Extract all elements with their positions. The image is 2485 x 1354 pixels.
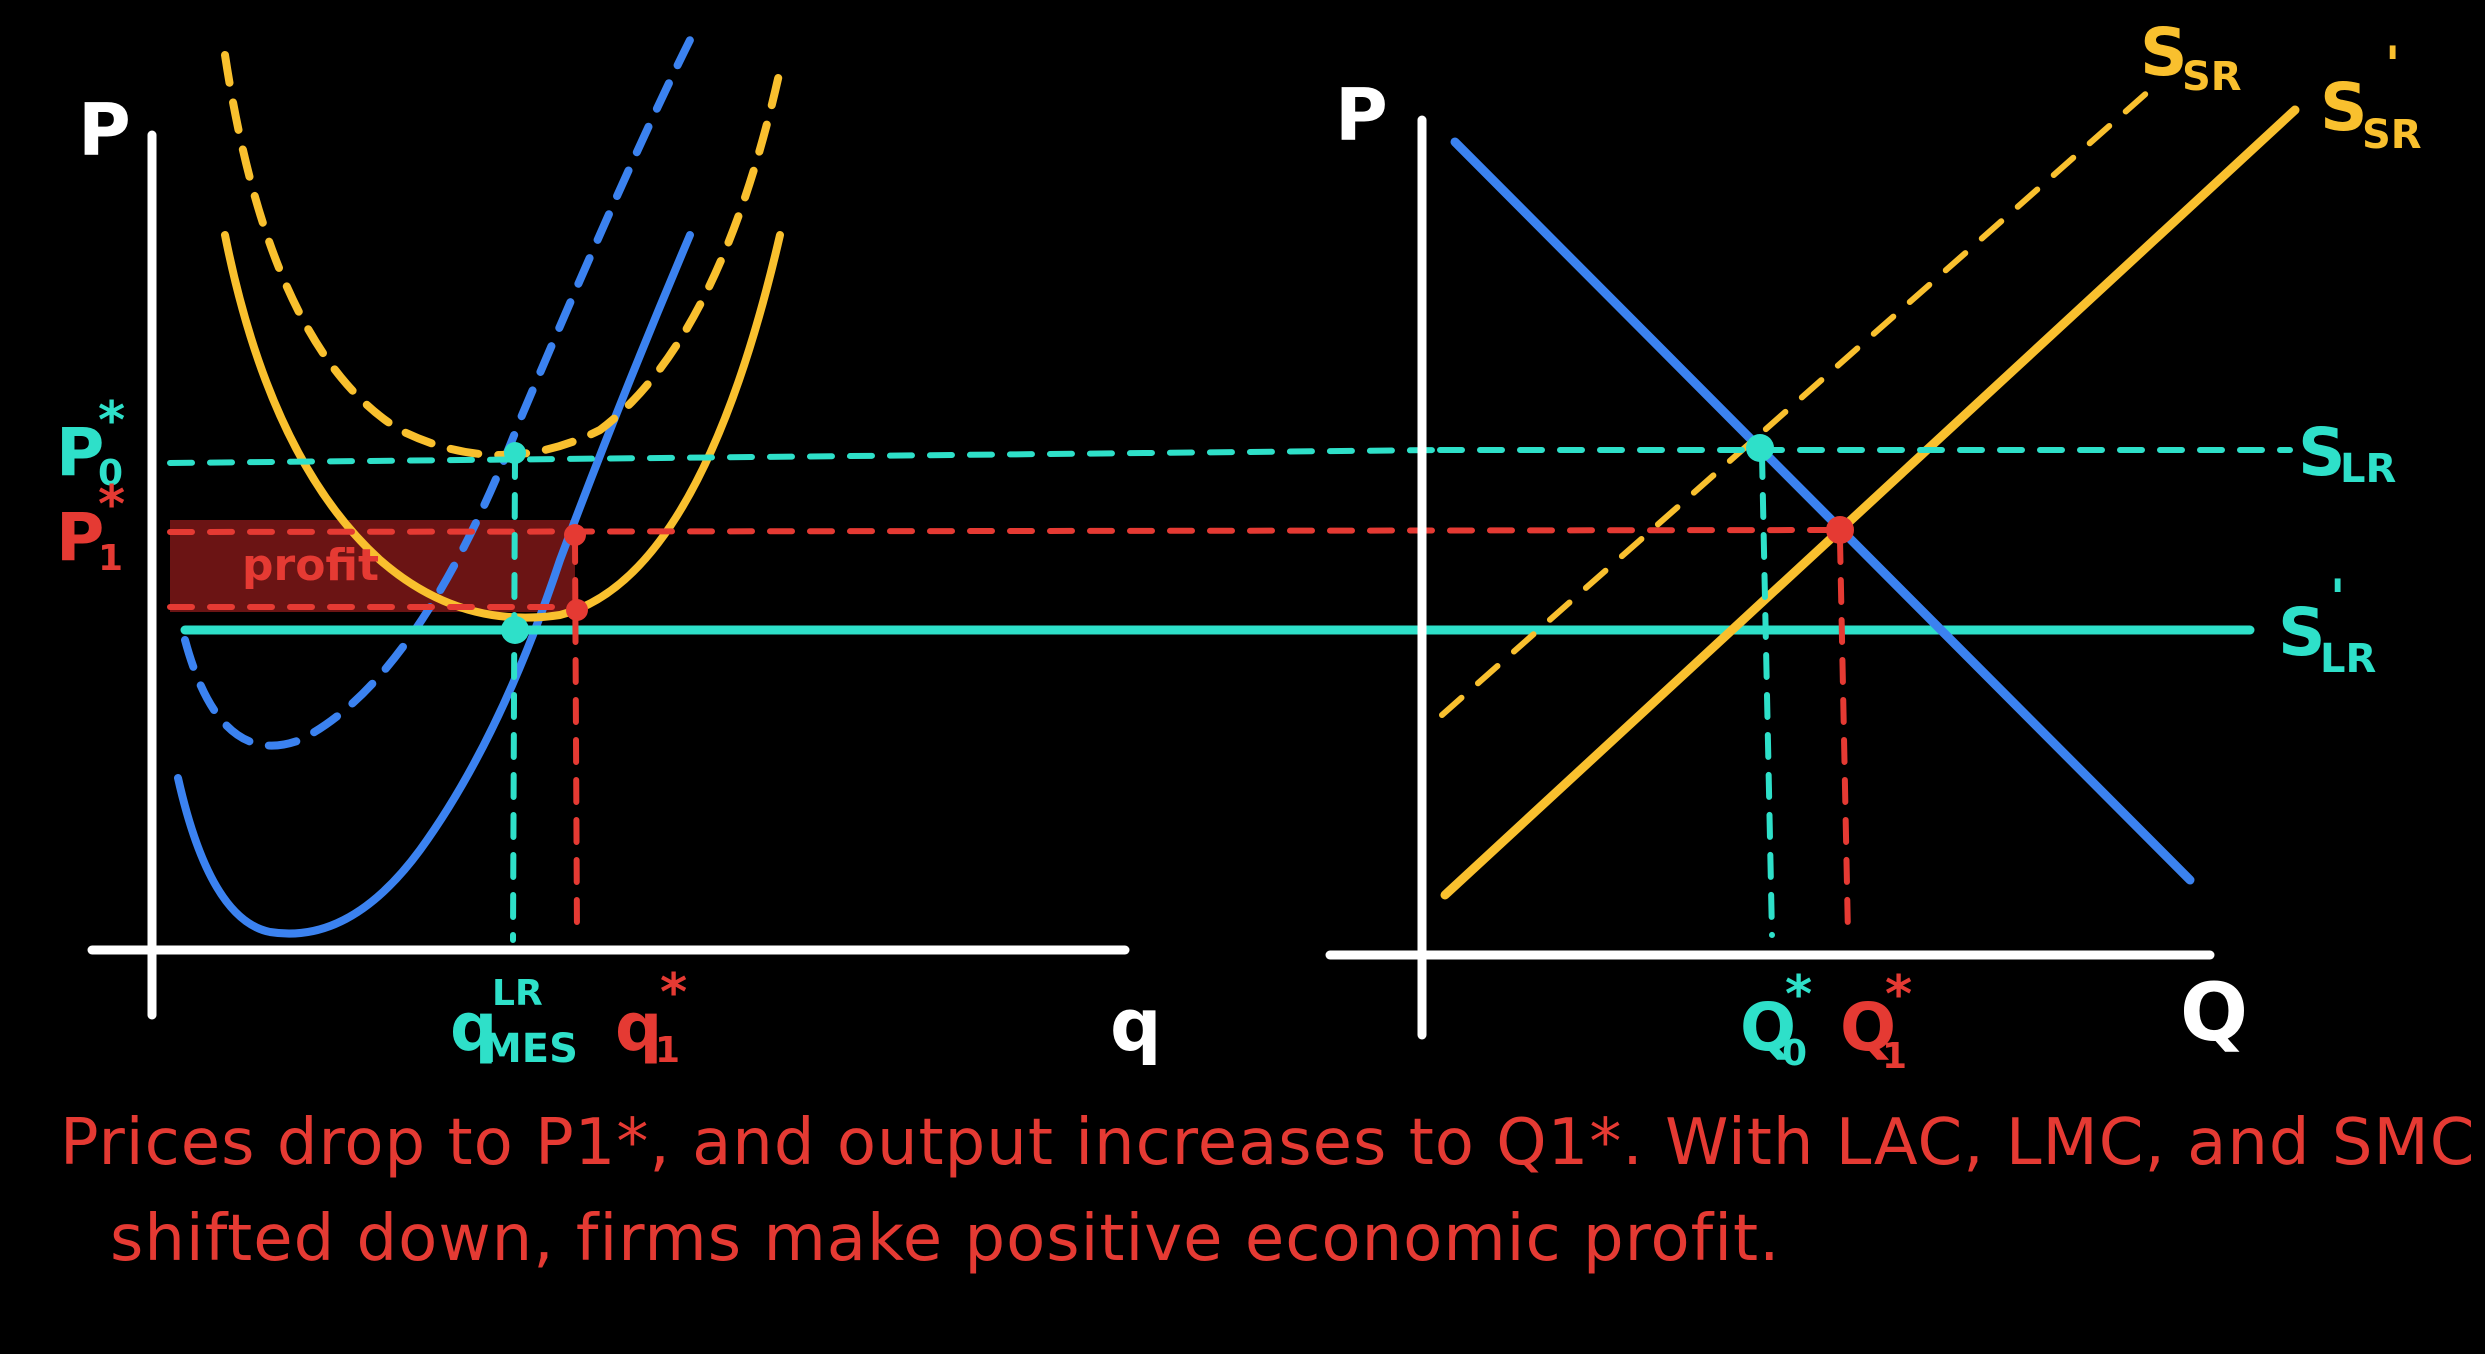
q-mes-sub: MES: [482, 1026, 578, 1072]
new-ac-point: [566, 599, 588, 621]
caption-line-1: Prices drop to P1*, and output increases…: [60, 1106, 2476, 1180]
new-market-equilibrium: [1826, 516, 1854, 544]
ssr-prime-mark: ': [2385, 36, 2400, 94]
ssr-sub: SR: [2182, 54, 2242, 100]
profit-area: [170, 520, 575, 612]
q1-star: *: [660, 963, 687, 1023]
right-graph-labels: P Q S SR S SR ' S LR S LR ' Q 0 * Q 1 *: [1335, 14, 2422, 1077]
left-graph-labels: P q P 0 * P 1 * profit q MES LR q 1 *: [56, 88, 1162, 1072]
slr-prime-label: S: [2278, 594, 2326, 671]
slr-sub: LR: [2340, 446, 2396, 492]
old-market-equilibrium: [1746, 434, 1774, 462]
new-price-point: [564, 524, 586, 546]
right-graph: [1325, 87, 2300, 1040]
ssr-curve: [1439, 87, 2153, 718]
left-y-axis-label: P: [78, 88, 131, 172]
q1-big-dashed-line: [1837, 537, 1851, 938]
right-x-axis-label: Q: [2180, 966, 2248, 1059]
q0-star: *: [1785, 965, 1812, 1025]
p0-dashed-line: [167, 447, 1443, 466]
slr-prime-mark: ': [2330, 569, 2345, 627]
q1-big-star: *: [1885, 965, 1912, 1025]
p0-label: P: [56, 414, 104, 491]
q1-dashed-line: [572, 537, 580, 938]
q0-sub: 0: [1782, 1033, 1807, 1074]
q-mes-dashed-line: [510, 452, 518, 943]
left-x-axis-label: q: [1110, 983, 1162, 1067]
p1-label: P: [56, 499, 104, 576]
new-smc-curve: [174, 231, 694, 938]
q0-dashed-line: [1759, 452, 1775, 938]
slr-prime-sub: LR: [2320, 636, 2376, 682]
ssr-prime-sub: SR: [2362, 112, 2422, 158]
right-y-axis-label: P: [1335, 73, 1388, 157]
slr-label: S: [2298, 414, 2346, 491]
q-mes-sup: LR: [492, 973, 543, 1014]
old-mc-curve: [181, 36, 694, 750]
old-equilibrium-point: [504, 442, 526, 464]
q1-big-label: Q: [1840, 989, 1896, 1066]
ssr-label: S: [2140, 14, 2188, 91]
q0-label: Q: [1740, 989, 1796, 1066]
p1-star: *: [98, 475, 125, 535]
ssr-prime-curve: [1440, 105, 2300, 900]
p0-star: *: [98, 391, 125, 451]
q1-label: q: [615, 989, 662, 1066]
left-graph: [87, 36, 2255, 1020]
p1-dashed-line: [167, 527, 1843, 535]
p0-sub: 0: [98, 453, 123, 494]
q-mes-label: q: [450, 989, 497, 1066]
p1-sub: 1: [98, 538, 123, 579]
old-lac-curve: [221, 51, 784, 459]
caption: Prices drop to P1*, and output increases…: [60, 1095, 2476, 1287]
caption-line-2: shifted down, firms make positive econom…: [110, 1202, 1781, 1276]
q1-sub: 1: [655, 1030, 680, 1071]
new-ac-curve: [221, 231, 784, 622]
q1-big-sub: 1: [1882, 1036, 1907, 1077]
mes-point: [501, 616, 529, 644]
profit-label: profit: [242, 540, 379, 591]
demand-curve: [1450, 137, 2195, 885]
ssr-prime-label: S: [2320, 69, 2368, 146]
